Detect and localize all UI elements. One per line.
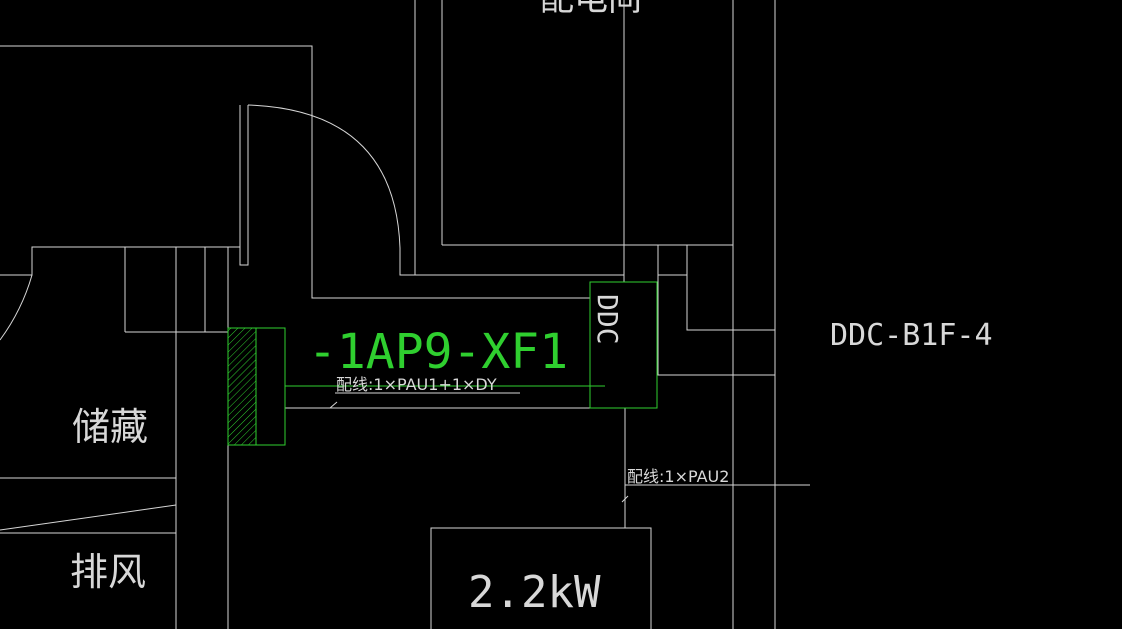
ddc-id-label: DDC-B1F-4 bbox=[830, 318, 993, 353]
top-partial-label: 配电间 bbox=[540, 0, 642, 19]
wall-lines bbox=[0, 0, 810, 629]
room-storage-label: 储藏 bbox=[72, 405, 148, 449]
ddc-box-label: DDC bbox=[591, 294, 624, 345]
room-exhaust-label: 排风 bbox=[70, 550, 146, 594]
equipment-panel bbox=[255, 327, 286, 446]
power-rating-label: 2.2kW bbox=[468, 567, 601, 618]
equipment-symbol bbox=[227, 281, 658, 446]
door-swing-arc bbox=[247, 104, 401, 249]
wiring-2-label: 配线:1×PAU2 bbox=[627, 467, 729, 486]
left-arc bbox=[0, 274, 33, 341]
hatched-panel bbox=[227, 327, 257, 446]
ddc-box bbox=[589, 281, 658, 409]
wiring-1-label: 配线:1×PAU1+1×DY bbox=[336, 375, 497, 394]
equipment-tag-label: -1AP9-XF1 bbox=[308, 324, 568, 380]
